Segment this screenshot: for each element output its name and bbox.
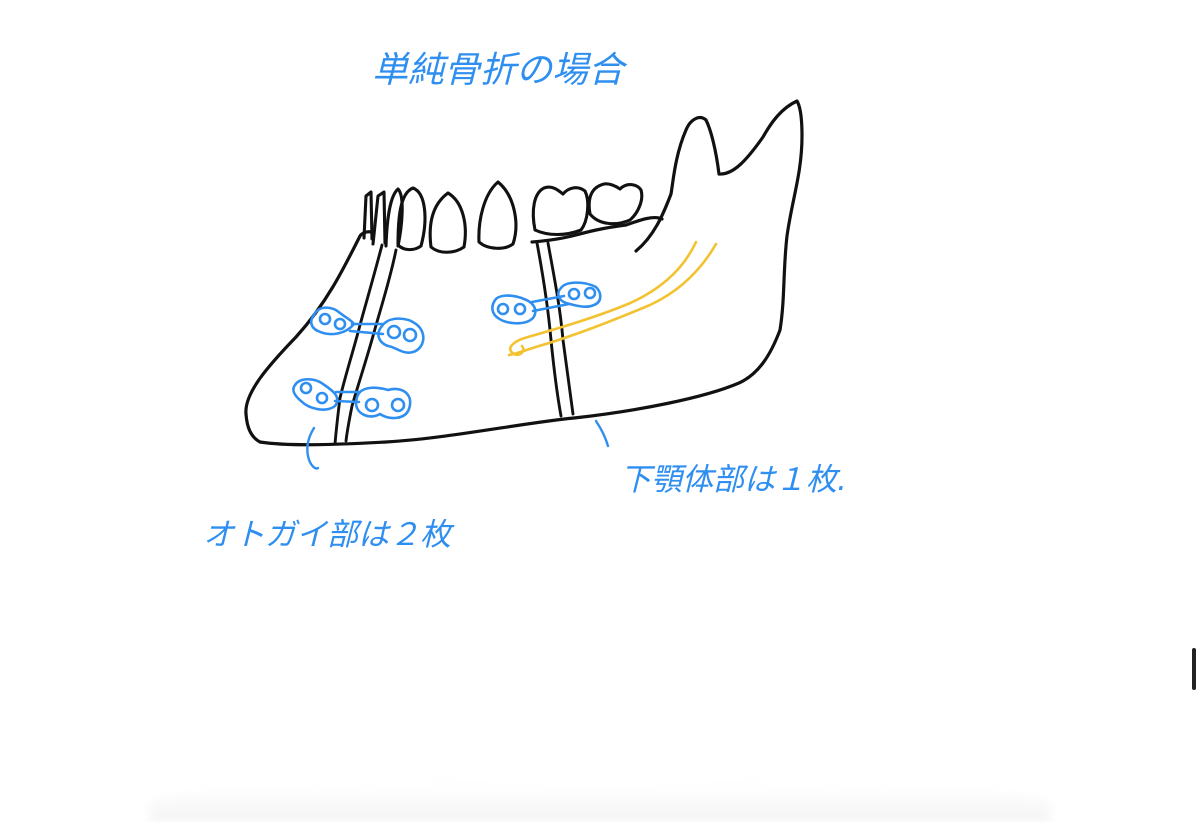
body-fracture-line-outer (535, 241, 563, 418)
mini-plate-lower-left (292, 377, 412, 420)
tooth-molar-2 (587, 182, 644, 226)
vertical-scroll-handle[interactable] (1192, 648, 1196, 690)
chin-bottom-outline (244, 412, 262, 444)
tooth-canine (396, 186, 427, 252)
tooth-incisor-2 (371, 190, 387, 246)
right-annotation: 下顎体部は１枚. (620, 462, 847, 498)
jaw-lower-and-ramus-outline (258, 99, 804, 447)
inferior-alveolar-nerve (507, 240, 718, 357)
anterior-fracture-line-inner (344, 248, 398, 443)
body-fracture-line-inner (546, 241, 575, 416)
left-leader-line (306, 426, 320, 470)
tooth-incisor-3 (384, 187, 404, 248)
nerve-canal-lower-line (507, 242, 718, 357)
tooth-premolar-1 (428, 191, 467, 254)
tooth-molar-1 (531, 185, 590, 237)
bottom-shadow (150, 782, 1050, 822)
page-title: 単純骨折の場合 (372, 50, 628, 91)
mini-plates (292, 281, 602, 420)
anterior-fracture-line-outer (333, 243, 384, 446)
tooth-premolar-2 (477, 180, 518, 250)
left-annotation: オトガイ部は２枚 (203, 517, 455, 553)
mini-plate-upper-left (309, 306, 425, 354)
right-leader-line (594, 419, 610, 448)
annotation-leaders (306, 419, 610, 470)
mini-plate-body (491, 281, 602, 325)
mandible-outline (244, 99, 804, 447)
teeth-row (362, 180, 644, 254)
fracture-lines (333, 241, 575, 446)
alveolar-ridge-line (530, 215, 664, 244)
nerve-canal-upper-line (508, 240, 698, 357)
tooth-incisor-1 (362, 190, 374, 241)
